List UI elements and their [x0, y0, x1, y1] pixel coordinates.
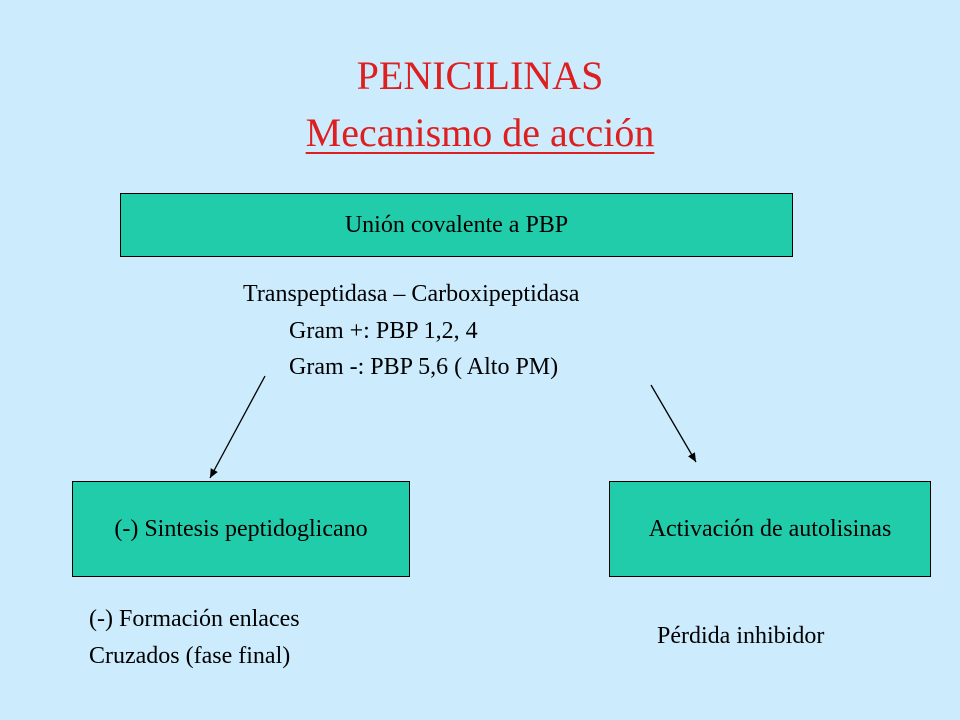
pbp-binding-label: Unión covalente a PBP: [344, 211, 569, 238]
inhibitor-loss-text: Pérdida inhibidor: [657, 623, 825, 649]
pbp-binding-box: Unión covalente a PBP: [120, 193, 793, 257]
gram-negative-text: Gram -: PBP 5,6 ( Alto PM): [289, 354, 559, 380]
enzymes-text: Transpeptidasa – Carboxipeptidasa: [243, 281, 580, 307]
slide-title: PENICILINAS: [356, 53, 604, 98]
gram-positive-text: Gram +: PBP 1,2, 4: [289, 318, 478, 344]
arrow-right: [650, 384, 697, 463]
crosslink-phase-text: Cruzados (fase final): [89, 643, 291, 669]
slide-subtitle: Mecanismo de acción: [305, 110, 655, 155]
peptidoglycan-synthesis-box: (-) Sintesis peptidoglicano: [72, 481, 410, 577]
autolysin-activation-label: Activación de autolisinas: [648, 515, 892, 542]
peptidoglycan-synthesis-label: (-) Sintesis peptidoglicano: [114, 515, 368, 542]
arrow-left: [209, 375, 266, 479]
crosslink-formation-text: (-) Formación enlaces: [89, 606, 300, 632]
autolysin-activation-box: Activación de autolisinas: [609, 481, 931, 577]
